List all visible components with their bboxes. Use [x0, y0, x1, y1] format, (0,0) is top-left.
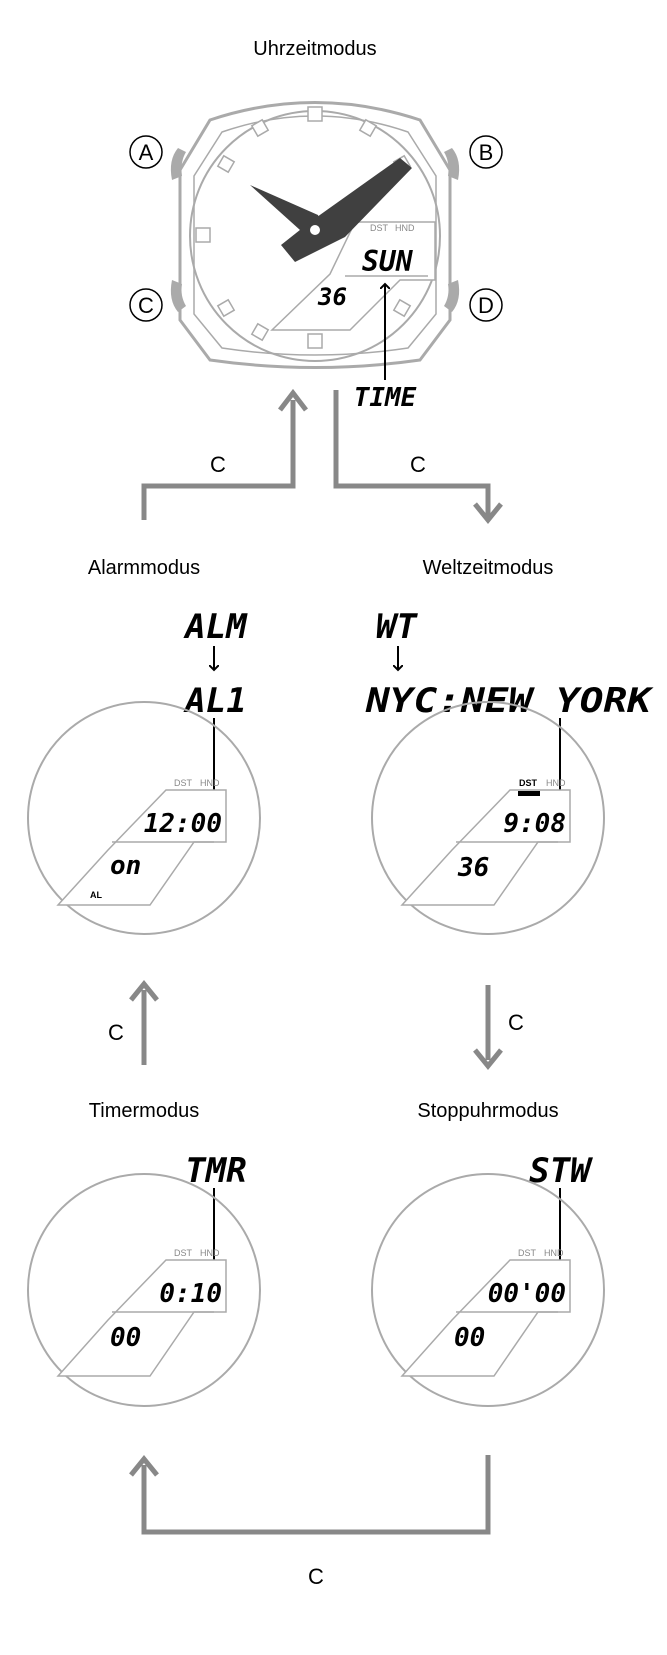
transition-label-right-top: C — [410, 452, 426, 477]
transition-time-to-world — [333, 390, 503, 524]
stopwatch-dst: DST — [518, 1248, 537, 1258]
button-a-label: A — [139, 140, 154, 165]
stopwatch-mode-title: Stoppuhrmodus — [417, 1100, 558, 1122]
minute-hand — [250, 185, 322, 230]
transition-alarm-to-time — [141, 388, 308, 520]
world-dst: DST — [519, 778, 538, 788]
world-city-display: NYC:NEW YORK — [365, 681, 654, 721]
transition-world-to-stopwatch — [473, 985, 503, 1070]
stopwatch-hnd: HND — [544, 1248, 564, 1258]
alarm-dst: DST — [174, 778, 193, 788]
world-mode-title: Weltzeitmodus — [423, 557, 554, 579]
transition-label-left-top: C — [210, 452, 226, 477]
button-c[interactable]: C — [129, 280, 186, 322]
button-d[interactable]: D — [444, 280, 503, 322]
button-b-label: B — [479, 140, 494, 165]
world-mode-watch: DST HND 9:08 36 — [371, 701, 605, 935]
watch-case — [178, 101, 452, 369]
alarm-hnd: HND — [200, 778, 220, 788]
transition-label-bottom: C — [308, 1564, 324, 1589]
time-mode-title: Uhrzeitmodus — [253, 38, 376, 60]
transition-stopwatch-to-timer — [129, 1455, 491, 1535]
alarm-status-display: on — [110, 851, 141, 881]
transition-timer-to-alarm — [129, 980, 159, 1065]
alarm-mode-title: Alarmmodus — [88, 557, 200, 579]
seconds-display: 36 — [317, 283, 347, 311]
stopwatch-code: STW — [529, 1151, 593, 1191]
hnd-indicator: HND — [395, 223, 415, 233]
timer-mode-title: Timermodus — [89, 1100, 199, 1122]
timer-code: TMR — [185, 1151, 246, 1191]
timer-hnd: HND — [200, 1248, 220, 1258]
button-a[interactable]: A — [129, 135, 186, 180]
transition-label-left-mid: C — [108, 1020, 124, 1045]
world-dst-bar — [518, 791, 540, 796]
alarm-code-al1: AL1 — [183, 681, 246, 721]
world-seconds-display: 36 — [457, 853, 489, 883]
timer-time-display: 0:10 — [159, 1279, 222, 1309]
time-caption: TIME — [354, 383, 417, 413]
world-hnd: HND — [546, 778, 566, 788]
button-b[interactable]: B — [444, 135, 503, 180]
timer-dst: DST — [174, 1248, 193, 1258]
time-mode-watch: DST HND SUN 36 A B C D TIME — [129, 101, 503, 413]
day-display: SUN — [362, 245, 414, 278]
alarm-time-display: 12:00 — [144, 809, 222, 839]
timer-seconds-display: 00 — [110, 1323, 141, 1353]
world-time-display: 9:08 — [503, 809, 566, 839]
stopwatch-mode-watch: DST HND 00'00 00 — [371, 1173, 605, 1407]
stopwatch-time-display: 00'00 — [488, 1279, 566, 1309]
stopwatch-seconds-display: 00 — [454, 1323, 485, 1353]
watch-bezel — [193, 115, 437, 356]
button-d-label: D — [478, 293, 494, 318]
alarm-mode-watch: DST HND 12:00 on AL — [27, 701, 261, 935]
world-code-wt: WT — [376, 607, 418, 647]
alarm-indicator: AL — [90, 890, 102, 900]
timer-mode-watch: DST HND 0:10 00 — [27, 1173, 261, 1407]
transition-label-right-mid: C — [508, 1010, 524, 1035]
alarm-code-alm: ALM — [183, 607, 248, 647]
button-c-label: C — [138, 293, 154, 318]
dst-indicator: DST — [370, 223, 389, 233]
